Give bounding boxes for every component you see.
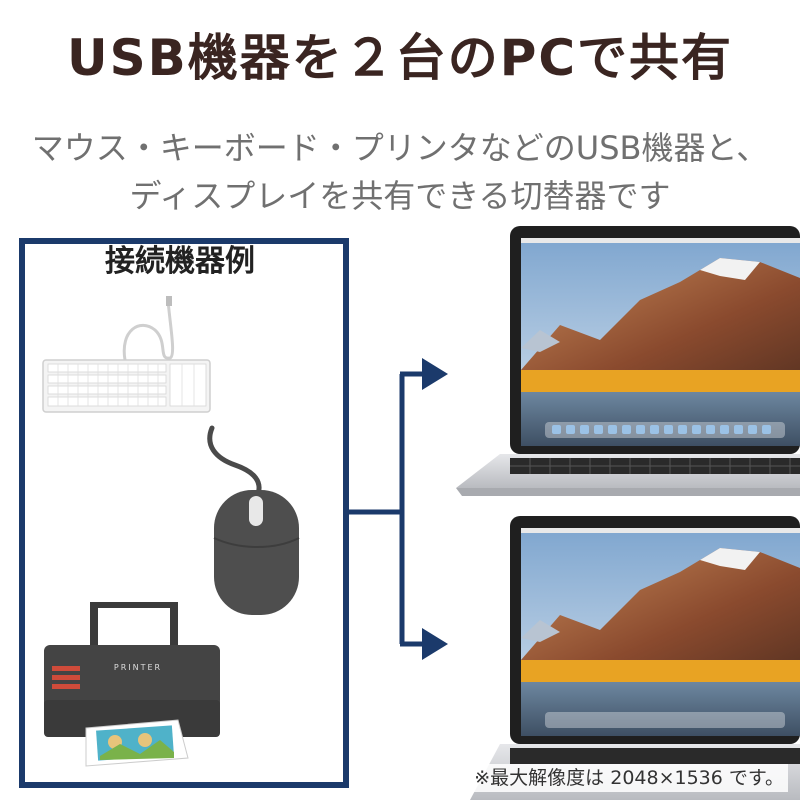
resolution-note: ※最大解像度は 2048×1536 です。 <box>470 764 788 792</box>
laptop-icon <box>470 516 800 800</box>
panel-label: 接続機器例 <box>105 244 255 279</box>
keyboard-icon <box>42 296 211 413</box>
printer-icon: PRINTER <box>44 602 220 767</box>
arrow-right-icon <box>422 358 448 390</box>
laptop-icon <box>456 226 800 496</box>
mouse-icon <box>207 425 300 615</box>
subtitle-line-2: ディスプレイを共有できる切替器です <box>129 177 671 215</box>
subtitle-line-1: マウス・キーボード・プリンタなどのUSB機器と、 <box>31 129 769 167</box>
page-title: USB機器を２台のPCで共有 <box>66 29 734 87</box>
printer-label: PRINTER <box>114 663 162 672</box>
connection-lines <box>343 358 448 660</box>
arrow-right-icon <box>422 628 448 660</box>
